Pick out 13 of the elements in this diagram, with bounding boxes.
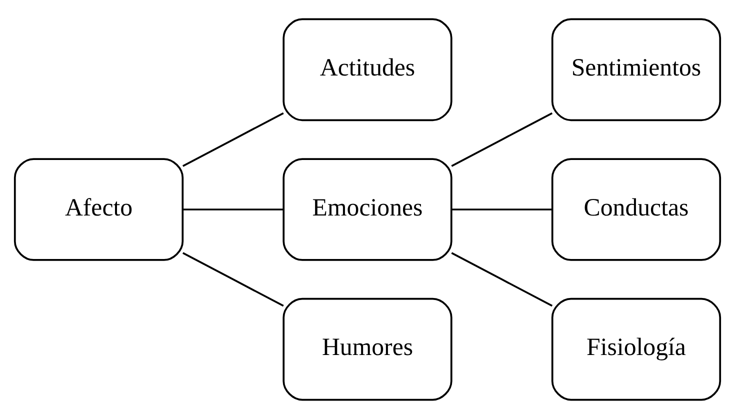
- connector: [182, 252, 284, 307]
- connector: [182, 208, 284, 210]
- connector: [451, 252, 553, 307]
- node-box: Conductas: [551, 158, 722, 261]
- node-box: Afecto: [14, 158, 184, 261]
- node-box: Emociones: [282, 158, 452, 261]
- connector: [452, 208, 552, 210]
- connector: [182, 112, 284, 167]
- connector: [451, 112, 553, 167]
- node-box: Fisiología: [551, 298, 722, 401]
- node-box: Humores: [282, 298, 452, 401]
- node-box: Actitudes: [282, 18, 452, 122]
- node-box: Sentimientos: [551, 18, 722, 122]
